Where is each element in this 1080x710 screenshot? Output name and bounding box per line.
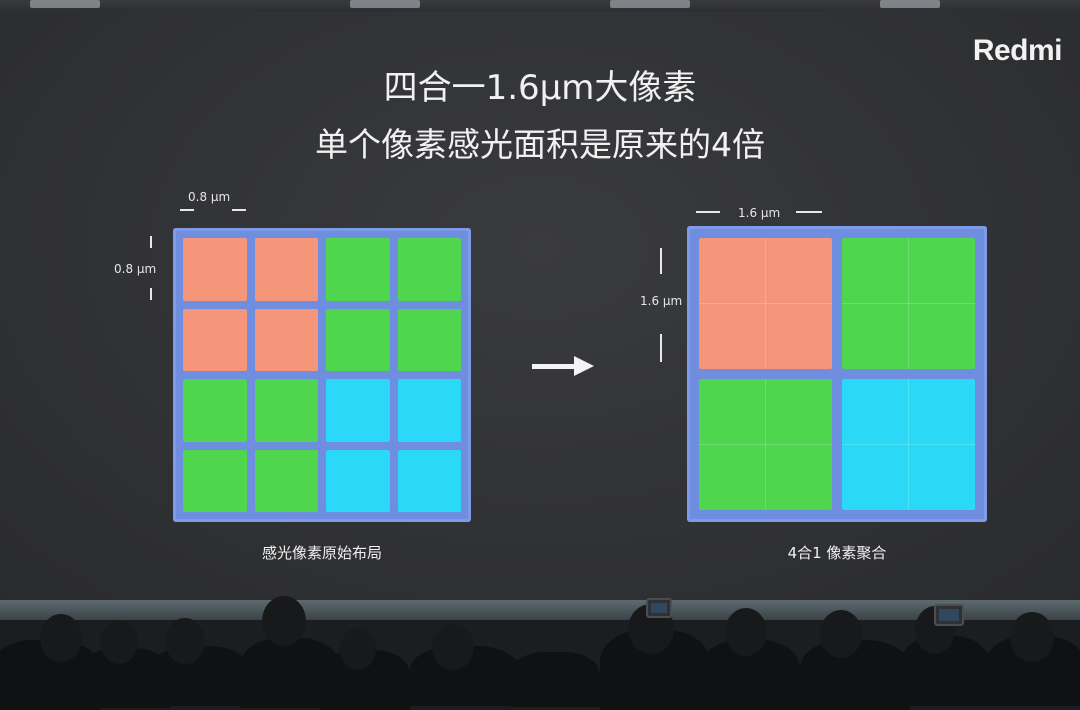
right-arrow-icon: [532, 364, 580, 369]
phone-icon: [934, 604, 964, 626]
pixel-cell-orange: [254, 308, 318, 371]
audience-silhouettes: [0, 590, 1080, 710]
audience-head: [40, 614, 82, 662]
slide-title: 四合一1.6μm大像素: [383, 68, 697, 108]
subpixel-divider: [699, 303, 832, 304]
merged-pixel-green: [699, 379, 832, 510]
audience-person: [510, 652, 600, 707]
audience-head: [725, 608, 767, 656]
dimension-line: [232, 209, 246, 211]
dimension-line: [660, 248, 662, 274]
left-width-label: 0.8 μm: [188, 190, 231, 204]
dimension-line: [150, 288, 152, 300]
dimension-line: [796, 211, 822, 213]
subpixel-divider: [908, 238, 909, 369]
merged-pixel-cyan: [842, 379, 975, 510]
pixel-cell-green: [326, 238, 390, 301]
pixel-cell-cyan: [397, 379, 461, 442]
audience-head: [340, 628, 376, 670]
original-pixel-layout-panel: [173, 228, 471, 522]
dimension-line: [696, 211, 720, 213]
right-height-label: 1.6 μm: [640, 294, 683, 308]
subpixel-divider: [699, 444, 832, 445]
audience-head: [165, 618, 205, 664]
right-caption: 4合1 像素聚合: [787, 544, 887, 562]
merged-pixel-green: [842, 238, 975, 369]
pixel-cell-green: [397, 308, 461, 371]
right-width-label: 1.6 μm: [738, 206, 781, 220]
dimension-line: [150, 236, 152, 248]
stage-lighting-rig: [0, 0, 1080, 14]
presentation-screen: Redmi 四合一1.6μm大像素 单个像素感光面积是原来的4倍 0.8 μm …: [0, 12, 1080, 602]
left-caption: 感光像素原始布局: [261, 544, 382, 562]
pixel-cell-cyan: [326, 379, 390, 442]
subpixel-divider: [842, 303, 975, 304]
subpixel-divider: [765, 379, 766, 510]
stage-lamp: [880, 0, 940, 8]
brand-logo: Redmi: [972, 34, 1063, 67]
audience-head: [100, 620, 138, 664]
stage-lamp: [30, 0, 100, 8]
pixel-cell-green: [326, 308, 390, 371]
stage-lamp: [610, 0, 690, 8]
phone-icon: [646, 598, 672, 618]
pixel-cell-green: [397, 238, 461, 301]
right-arrow-head-icon: [574, 356, 594, 376]
pixel-cell-cyan: [326, 449, 390, 512]
audience-head: [432, 624, 474, 670]
audience-head: [1010, 612, 1054, 662]
pixel-cell-orange: [254, 238, 318, 301]
pixel-cell-green: [254, 379, 318, 442]
pixel-cell-green: [183, 379, 247, 442]
pixel-cell-green: [183, 449, 247, 512]
subpixel-divider: [842, 444, 975, 445]
binned-pixel-layout-panel: [687, 226, 987, 522]
merged-pixel-orange: [699, 238, 832, 369]
dimension-line: [660, 334, 662, 362]
audience-head: [820, 610, 862, 658]
subpixel-divider: [765, 238, 766, 369]
subpixel-divider: [908, 379, 909, 510]
left-height-label: 0.8 μm: [114, 262, 157, 276]
pixel-cell-green: [254, 449, 318, 512]
slide-subtitle: 单个像素感光面积是原来的4倍: [315, 125, 765, 164]
pixel-cell-cyan: [397, 449, 461, 512]
pixel-cell-orange: [183, 308, 247, 371]
audience-head: [262, 596, 306, 646]
stage-lamp: [350, 0, 420, 8]
dimension-line: [180, 209, 194, 211]
pixel-cell-orange: [183, 238, 247, 301]
